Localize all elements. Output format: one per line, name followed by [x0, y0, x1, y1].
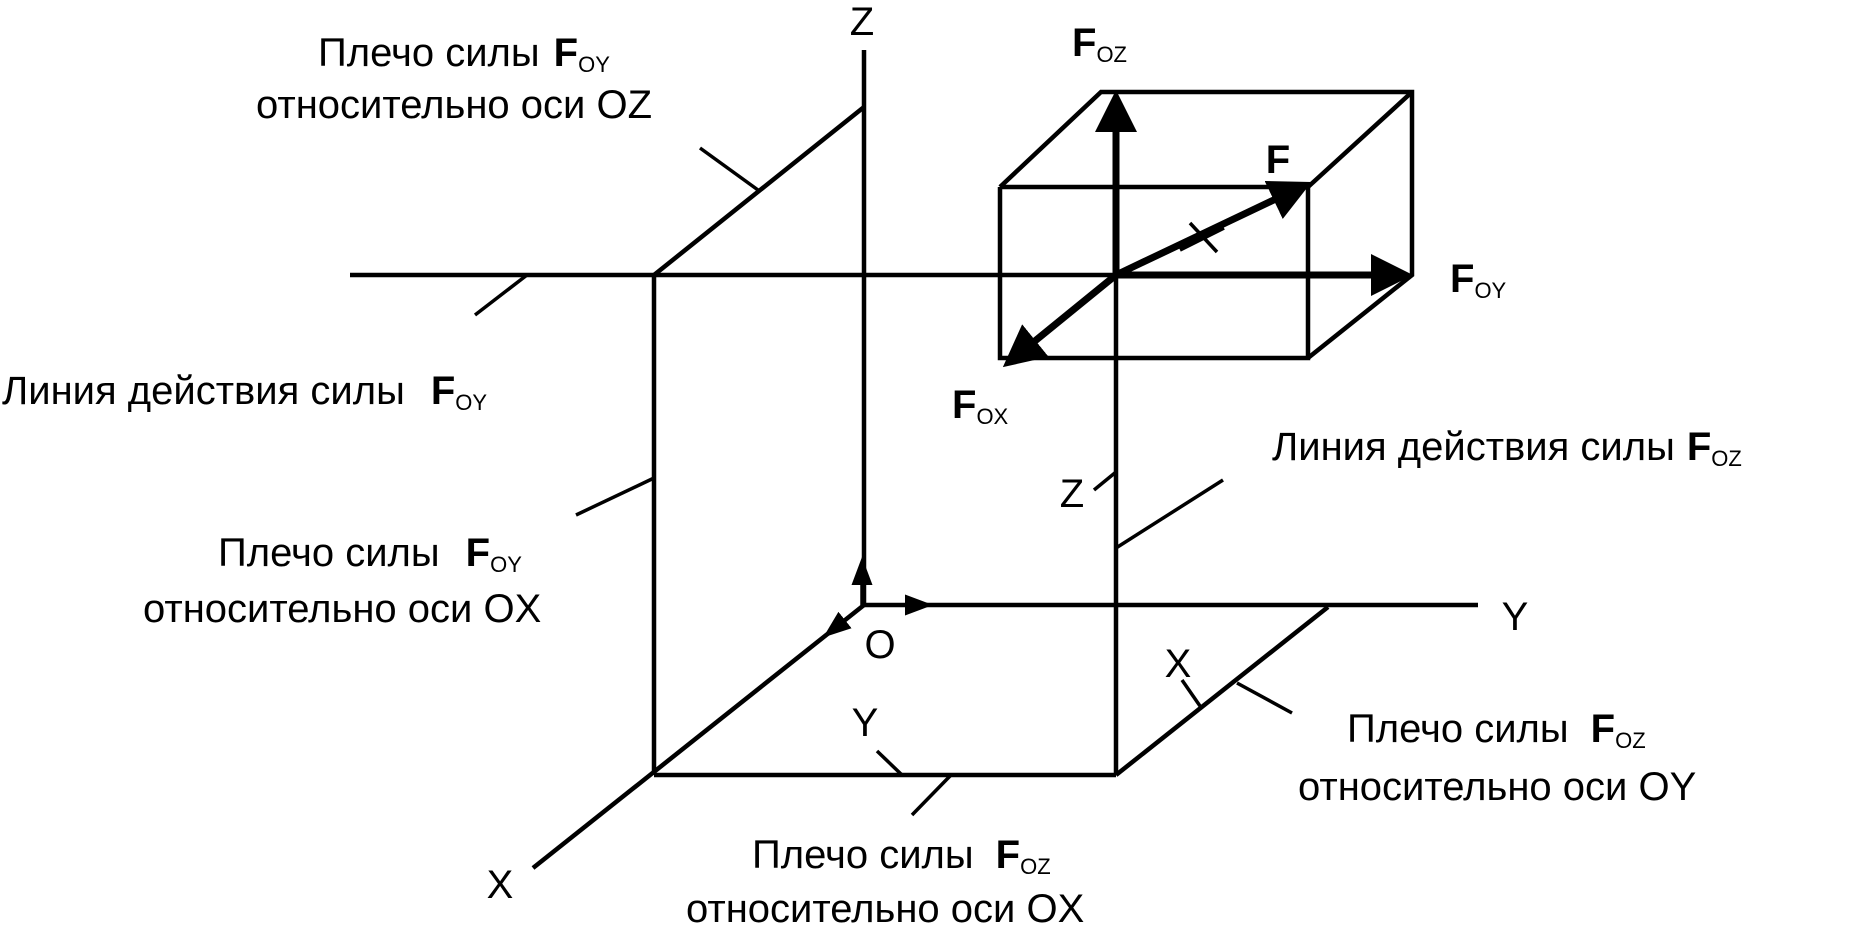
arm-foy-ox-label-line1: Плечо силы FOY — [218, 531, 522, 577]
f-arrow — [1114, 181, 1312, 279]
arm-foy-ox-text: Плечо силы — [218, 531, 440, 575]
fox-force-label-sub: OX — [976, 404, 1008, 429]
foy-force-label-sub: OY — [1474, 278, 1506, 303]
arm-foz-ox-f: F — [996, 833, 1020, 877]
leader-z-marker — [1092, 470, 1118, 492]
fox-arrow — [1002, 272, 1119, 368]
z-axis-label: Z — [850, 0, 874, 44]
arm-foz-ox-text: Плечо силы — [752, 833, 974, 877]
y-axis-label: Y — [1502, 595, 1529, 639]
action-foy-text: Линия действия силы — [2, 369, 405, 413]
force-box — [997, 89, 1415, 361]
arm-foz-ox-label-line1: Плечо силы FOZ — [752, 833, 1051, 879]
arm-foy-ox-f: F — [466, 531, 490, 575]
z-marker-label: Z — [1060, 472, 1084, 516]
arm-foz-oy-label-line2: относительно оси OY — [1298, 765, 1696, 809]
action-foz-sub: OZ — [1711, 446, 1742, 471]
action-foz-f: F — [1687, 425, 1711, 469]
x-cross-mark — [1179, 221, 1225, 254]
arm-foz-oy-sub: OZ — [1615, 728, 1646, 753]
unit-i-arrow — [823, 606, 862, 638]
action-foy-sub: OY — [455, 390, 487, 415]
action-foy-label: Линия действия силы FOY — [2, 369, 487, 415]
arm-foy-oz-text: Плечо силы — [318, 31, 540, 75]
arm-foz-oy-label-line1: Плечо силы FOZ — [1347, 707, 1646, 753]
fox-force-label-f: F — [952, 383, 976, 427]
arm-foy-oz-label-line2: относительно оси OZ — [256, 83, 652, 127]
fox-force-label: FOX — [952, 383, 1009, 429]
arm-foy-oz-f: F — [554, 31, 578, 75]
action-foz-label: Линия действия силы FOZ — [1272, 425, 1742, 471]
arm-foy-ox-sub: OY — [490, 552, 522, 577]
foy-force-label: FOY — [1450, 257, 1507, 303]
x-marker-label: X — [1165, 642, 1192, 686]
leader-x-marker — [1180, 679, 1202, 707]
leader-y-marker — [875, 749, 904, 777]
action-foz-text: Линия действия силы — [1272, 425, 1675, 469]
f-force-label: F — [1266, 138, 1290, 182]
arm-foz-ox-sub: OZ — [1020, 854, 1051, 879]
arm-foy-ox-label-line2: относительно оси OX — [143, 587, 541, 631]
foz-force-label: FOZ — [1072, 21, 1127, 67]
leader-action-foz — [1115, 478, 1224, 550]
foz-force-label-sub: OZ — [1096, 42, 1127, 67]
action-foy-f: F — [431, 369, 455, 413]
foy-force-label-f: F — [1450, 257, 1474, 301]
leader-arm-foy-oz — [698, 146, 760, 192]
arm-foz-oy-text: Плечо силы — [1347, 707, 1569, 751]
arm-foz-oy-f: F — [1591, 707, 1615, 751]
leader-arm-foy-ox — [575, 476, 655, 517]
leader-arm-foz-oy — [1236, 681, 1293, 715]
arm-foy-oz-label-line1: Плечо силы FOY — [318, 31, 610, 77]
origin-label: O — [864, 623, 895, 667]
leader-arm-foz-ox — [910, 773, 953, 817]
y-marker-label: Y — [852, 701, 879, 745]
foz-force-label-f: F — [1072, 21, 1096, 65]
arm-foz-ox-label-line2: относительно оси OX — [686, 887, 1084, 928]
x-axis-label: X — [487, 863, 514, 907]
leader-action-foy — [473, 273, 529, 317]
oblique-lower-right-line — [1114, 605, 1330, 777]
arm-foy-oz-sub: OY — [578, 52, 610, 77]
x-axis — [531, 603, 866, 870]
oblique-upper-line — [652, 105, 866, 277]
